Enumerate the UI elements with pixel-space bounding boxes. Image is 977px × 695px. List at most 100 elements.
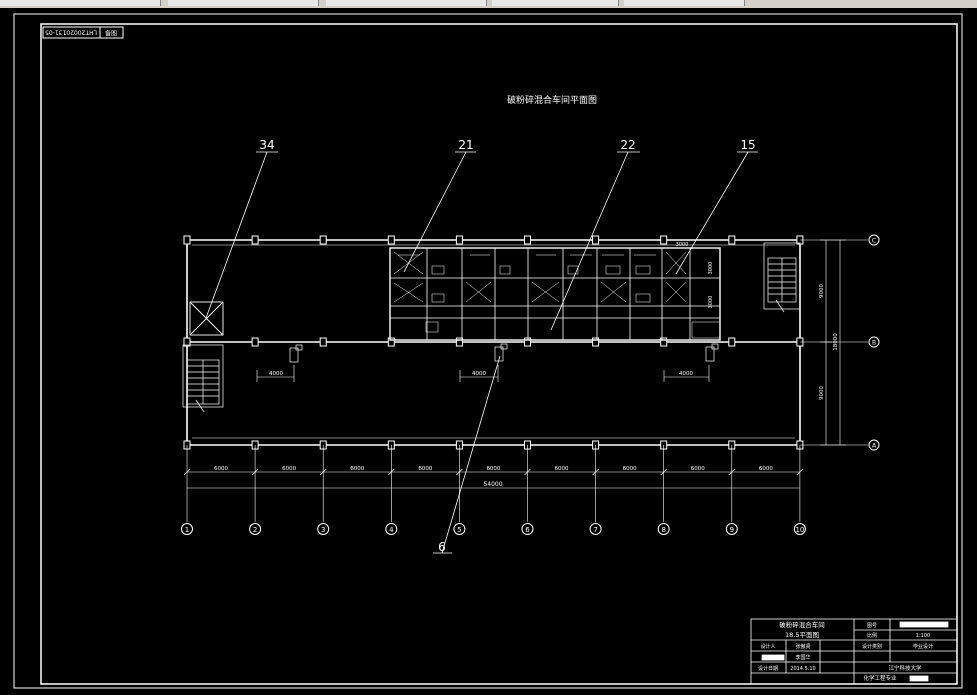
- bay-dimension: 6000: [691, 466, 705, 472]
- axis-label-7: 7: [593, 526, 597, 534]
- tb-school: 江宁科技大学: [888, 664, 922, 672]
- bay-dimension: 6000: [759, 466, 773, 472]
- column: [728, 235, 736, 245]
- sheet-frame: [13, 13, 963, 689]
- row-axis-C: C: [872, 238, 876, 245]
- callout-6: 6: [438, 540, 446, 554]
- bay-dimension: 6000: [350, 466, 364, 472]
- equipment-dimensions: 3000 3000 3000: [676, 242, 714, 308]
- axis-label-10: 10: [795, 526, 804, 534]
- callout-leaders: [205, 151, 758, 554]
- toolbar-tab[interactable]: [0, 0, 161, 6]
- toolbar-tab[interactable]: [624, 0, 745, 6]
- fixtures: [289, 343, 719, 363]
- tb-scale-value: 1:100: [916, 633, 930, 639]
- axis-bubble: [589, 523, 602, 535]
- tb-major: 化学工程专业: [863, 674, 897, 682]
- equipment-dim-2: 3000: [708, 262, 714, 275]
- equipment-dim-3: 3000: [708, 296, 714, 309]
- tb-checker: 李国华: [795, 654, 810, 661]
- drawing-title: 破粉碎混合车间平面图: [507, 94, 597, 106]
- horizontal-dimension-lines: [187, 471, 800, 489]
- axis-label-8: 8: [661, 526, 665, 534]
- column: [455, 337, 463, 347]
- row-axis-bubbles: C B A: [868, 234, 880, 451]
- column: [455, 235, 463, 245]
- column: [387, 235, 395, 245]
- axis-label-3: 3: [321, 526, 325, 534]
- total-dimension: 54000: [483, 481, 502, 488]
- axis-bubble: [181, 523, 193, 535]
- column: [183, 337, 191, 347]
- vertical-dim-2: 9000: [819, 386, 825, 400]
- axis-bubble: [793, 523, 806, 535]
- column: [728, 337, 736, 347]
- row-axis-B: B: [872, 340, 876, 347]
- toolbar-strip: [0, 0, 977, 8]
- title-block: 破粉碎混合车间 18.5平面图 图号 比例 1:100 设计人 张傲贤 李国华 …: [750, 618, 958, 685]
- axis-label-2: 2: [253, 526, 257, 534]
- callout-34: 34: [259, 138, 274, 152]
- toolbar-tab[interactable]: [168, 0, 319, 6]
- vertical-dim-1: 9000: [819, 284, 825, 298]
- tb-name-line1: 破粉碎混合车间: [779, 620, 825, 629]
- stair-right: [763, 242, 801, 313]
- bay-dimension: 6000: [418, 466, 432, 472]
- bay-dimension: 6000: [214, 466, 228, 472]
- column: [387, 337, 395, 347]
- interior-dim-2: 4000: [472, 371, 486, 377]
- column: [524, 235, 531, 245]
- column: [251, 235, 259, 245]
- toolbar-tab[interactable]: [326, 0, 487, 6]
- column: [251, 337, 259, 347]
- equipment-dim-1: 3000: [676, 242, 689, 248]
- axis-label-6: 6: [525, 526, 530, 534]
- tb-label-designer: 设计人: [760, 643, 775, 650]
- stair-left: [182, 344, 224, 413]
- bay-dimension: 6000: [282, 466, 296, 472]
- column: [183, 235, 191, 245]
- column: [660, 235, 668, 245]
- tb-label-drawing-no: 图号: [867, 623, 877, 629]
- axis-bubble: [521, 523, 534, 535]
- bay-dimension: 6000: [555, 466, 569, 472]
- vertical-dim-total: 18000: [833, 333, 839, 351]
- axis-bubble: [249, 523, 262, 535]
- callout-15: 15: [740, 138, 755, 152]
- interior-dimensions: 4000 4000 4000: [256, 365, 710, 382]
- drawing-stamp: LHT20020131-05 备图: [42, 26, 124, 39]
- stamp-code: LHT20020131-05: [45, 29, 97, 36]
- equipment-area: [389, 247, 721, 341]
- bay-dimensions: 6000 6000 6000 6000 6000 6000 6000 6000 6000: [214, 466, 773, 472]
- tb-date: 2014.5.10: [790, 666, 815, 672]
- interior-dim-1: 4000: [269, 371, 283, 377]
- tb-category: 毕业设计: [913, 643, 933, 650]
- bay-dimension: 6000: [486, 466, 500, 472]
- tb-label-category: 设计类别: [862, 643, 882, 650]
- column: [319, 235, 327, 245]
- bay-dimension: 6000: [623, 466, 637, 472]
- axis-bubble: [725, 523, 738, 535]
- callout-labels: 34 21 22 15 6: [259, 138, 755, 554]
- column: [319, 337, 327, 347]
- vertical-dimensions: 9000 18000 9000: [819, 239, 846, 446]
- drawing-border: [40, 23, 958, 685]
- equipment-34-box: [189, 301, 224, 336]
- callout-22: 22: [620, 138, 635, 152]
- toolbar-tab[interactable]: [492, 0, 619, 6]
- axis-bubble: [657, 523, 670, 535]
- column: [592, 235, 600, 245]
- column: [660, 337, 668, 347]
- axis-label-9: 9: [730, 526, 734, 534]
- axis-bubble: [317, 523, 330, 535]
- axis-label-4: 4: [389, 526, 394, 534]
- row-axis-A: A: [872, 443, 877, 450]
- axis-bubble: [385, 523, 398, 535]
- column: [592, 337, 600, 347]
- tb-name-line2: 18.5平面图: [785, 631, 819, 639]
- tb-label-scale: 比例: [867, 632, 877, 639]
- stamp-label: 备图: [105, 30, 117, 38]
- axis-label-1: 1: [185, 526, 189, 534]
